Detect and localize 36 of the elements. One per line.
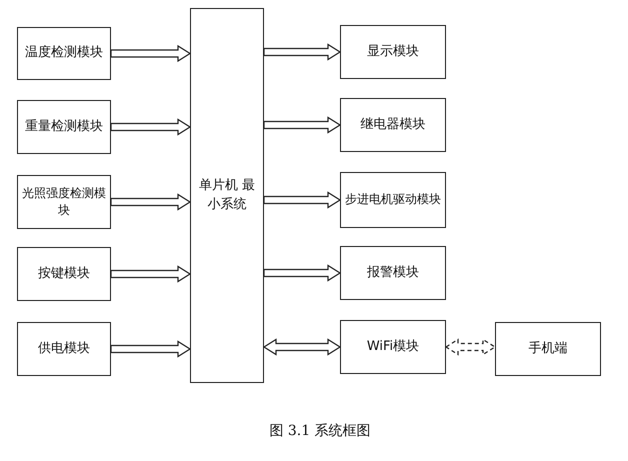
module-box [495,322,601,376]
module-box [340,320,446,374]
module-box [340,246,446,300]
block-arrow [110,340,192,358]
block-arrow [110,118,192,136]
module-box [17,175,111,229]
box-label: 单片机 最小系统 [198,176,256,214]
block-arrow [110,193,192,211]
block-arrow [110,44,192,62]
box-label: 按键模块 [38,264,90,283]
box-label: 供电模块 [38,340,90,358]
module-box [17,322,111,376]
block-arrow [262,338,342,356]
controller-box [190,8,264,383]
box-label: 继电器模块 [360,116,426,134]
box-label: WiFi模块 [366,338,420,356]
block-arrow [263,191,342,209]
dashed-block-arrow [444,338,496,356]
box-label: 显示模块 [367,42,419,61]
box-label: 步进电机驱动模块 [345,191,441,208]
block-arrow [110,265,192,283]
block-arrow [263,116,342,134]
box-label: 重量检测模块 [25,118,103,136]
module-box [340,98,446,152]
box-label: 温度检测模块 [25,44,103,62]
module-box [340,25,446,79]
box-label: 报警模块 [367,264,419,282]
module-box [17,27,111,80]
module-box [17,100,111,154]
box-label: 光照强度检测模块 [21,184,107,219]
block-arrow [263,264,342,282]
module-box [340,172,446,228]
block-arrow [263,43,342,61]
box-label: 手机端 [528,340,568,358]
module-box [17,247,111,301]
figure-caption: 图 3.1 系统框图 [268,422,372,440]
